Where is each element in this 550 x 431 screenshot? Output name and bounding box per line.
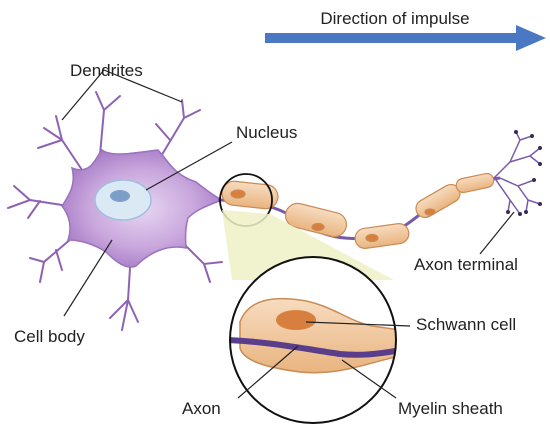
axon-terminal	[493, 131, 541, 215]
zoom-cone	[222, 210, 394, 280]
schwann-nucleus-zoom	[276, 310, 316, 330]
myelin-segment	[415, 183, 461, 219]
schwann-nucleus	[311, 222, 325, 232]
nucleus-label: Nucleus	[236, 123, 297, 142]
cell-body-leader	[63, 239, 113, 317]
axon-leader	[237, 345, 299, 399]
axon-label: Axon	[182, 399, 221, 418]
zoom-ring	[229, 256, 397, 424]
schwann-nucleus	[230, 189, 246, 199]
arrow-head	[516, 25, 546, 51]
zoom-detail	[229, 256, 397, 424]
schwann-cell-label: Schwann cell	[416, 315, 516, 334]
axon-zoom	[230, 337, 396, 358]
dendrites-label: Dendrites	[70, 61, 143, 80]
schwann-cell-leader	[305, 321, 411, 327]
cell-body-label: Cell body	[14, 327, 85, 346]
dendrites-leader	[61, 69, 105, 121]
myelin-sheath-label: Myelin sheath	[398, 399, 503, 418]
axon-terminal-label: Axon terminal	[414, 255, 518, 274]
myelin-segment	[221, 180, 279, 210]
myelin-segments	[221, 172, 495, 249]
direction-arrow	[265, 25, 546, 51]
arrow-shaft	[265, 33, 521, 43]
dendrites-leader	[103, 69, 183, 103]
myelin-segment	[354, 223, 410, 249]
schwann-nucleus	[424, 208, 436, 216]
leader-lines	[61, 69, 515, 399]
direction-label: Direction of impulse	[320, 9, 469, 28]
myelin-segment	[284, 202, 348, 238]
nucleolus	[110, 190, 130, 202]
dendrites	[7, 91, 223, 331]
myelin-sheath-leader	[341, 359, 397, 399]
nucleus-leader	[145, 141, 233, 191]
axon-terminal-leader	[479, 211, 515, 255]
myelin-segment	[455, 172, 495, 194]
terminal-knobs	[506, 130, 542, 216]
schwann-nucleus	[365, 233, 379, 243]
